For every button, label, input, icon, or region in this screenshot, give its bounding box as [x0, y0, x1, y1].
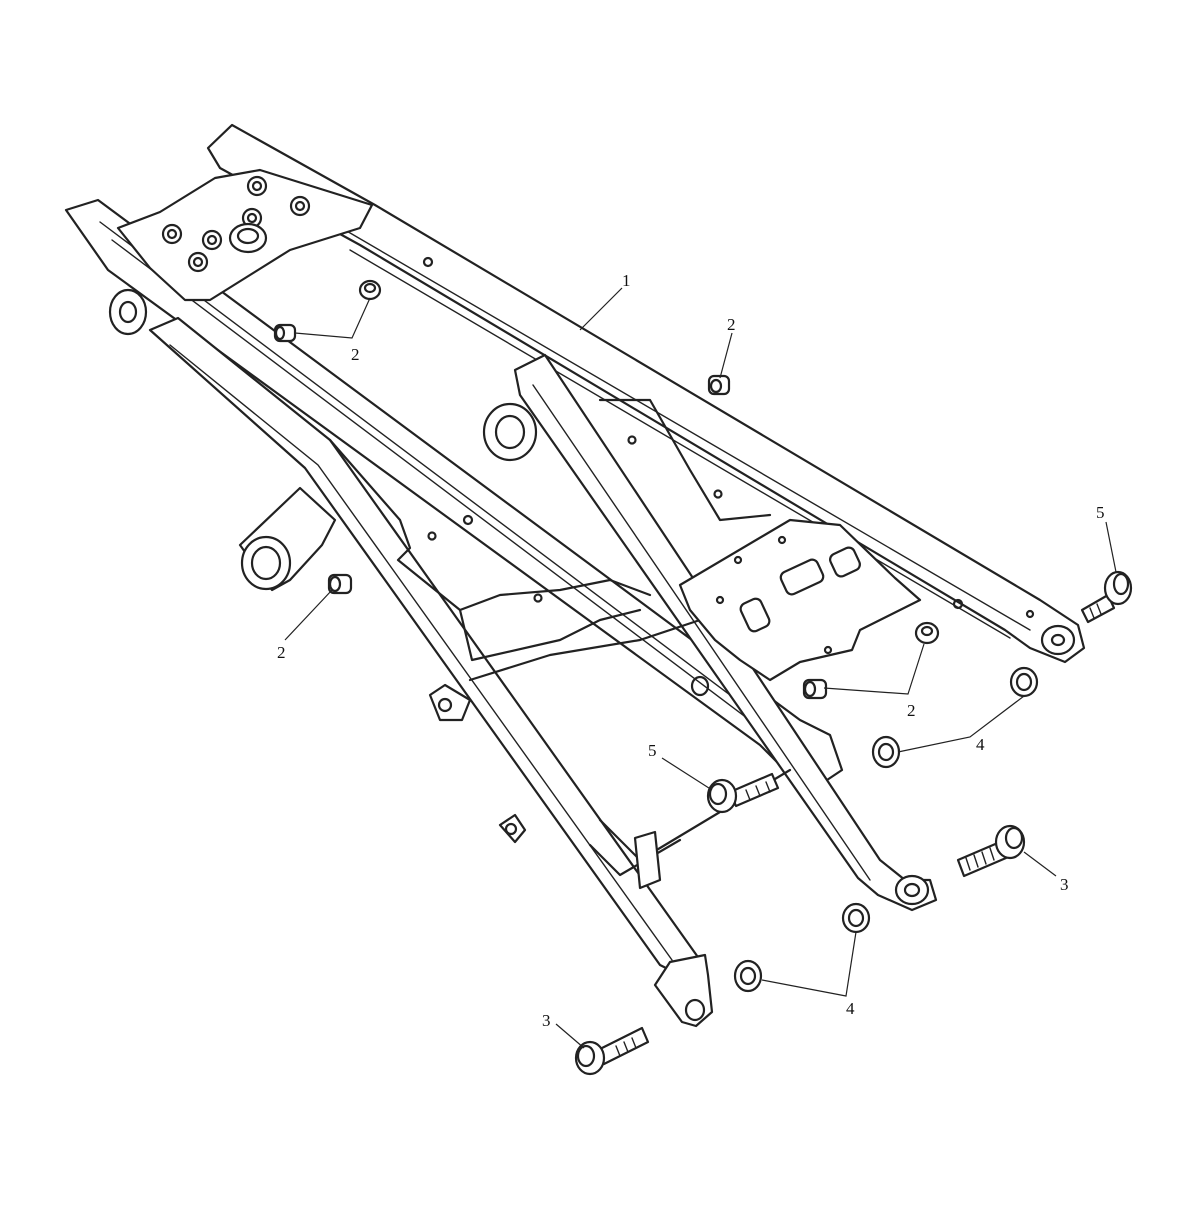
bush-icon [358, 279, 382, 301]
left-lower-tube [148, 316, 702, 977]
bolt-icon [574, 1026, 650, 1076]
callout-labels: 1 2 2 2 2 3 3 4 4 5 5 [277, 271, 1105, 1030]
rear-subframe [64, 123, 1086, 1028]
callout-5: 5 [1096, 503, 1105, 522]
flange-nut-icon [733, 959, 763, 993]
bolt-icon [1080, 570, 1133, 624]
bolt-icon [956, 824, 1026, 878]
bottom-right-lug [894, 874, 930, 906]
callout-2: 2 [277, 643, 286, 662]
bush-icon [273, 323, 297, 343]
flange-nut-icon [871, 735, 901, 769]
callout-1: 1 [622, 271, 631, 290]
callout-2: 2 [351, 345, 360, 364]
callout-3: 3 [542, 1011, 551, 1030]
flange-nut-icon [1009, 666, 1039, 698]
bolt-item-5 [706, 570, 1133, 814]
callout-4: 4 [976, 735, 985, 754]
leader-lines [284, 287, 1117, 1049]
front-left-mount-lug [108, 288, 148, 336]
callout-3: 3 [1060, 875, 1069, 894]
bush-icon [707, 374, 731, 396]
callout-2: 2 [907, 701, 916, 720]
callout-4: 4 [846, 999, 855, 1018]
bolt-icon [706, 772, 780, 814]
flange-nut-icon [841, 902, 871, 934]
center-boss [482, 402, 538, 462]
bolt-item-3 [574, 824, 1026, 1076]
bottom-left-lug [653, 953, 714, 1028]
callout-5: 5 [648, 741, 657, 760]
callout-2: 2 [727, 315, 736, 334]
bush-icon [327, 573, 353, 595]
bush-icon [914, 621, 940, 645]
bush-icon [802, 678, 828, 700]
nut-item-4 [733, 666, 1039, 993]
